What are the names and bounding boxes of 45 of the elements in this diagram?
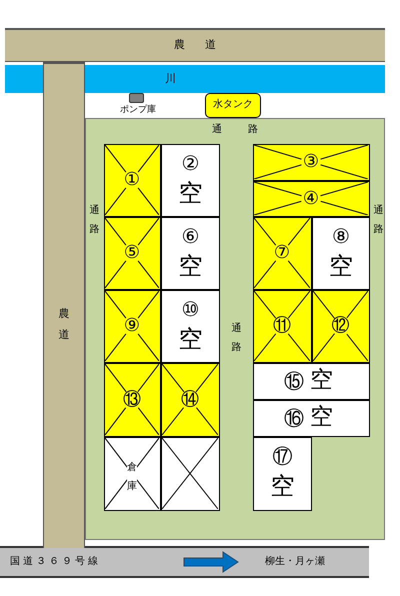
- plot-number: ⑨: [122, 316, 142, 336]
- vacant-plot: [253, 437, 312, 511]
- destination-label: 柳生・月ヶ瀬: [265, 557, 325, 567]
- vacant-plot: [161, 217, 220, 290]
- plot-number: ②: [180, 153, 200, 173]
- vacant-label: 空: [178, 327, 204, 351]
- vacant-plot: [312, 217, 370, 290]
- plot-number: ⑥: [180, 226, 200, 246]
- vacant-label: 空: [178, 181, 204, 205]
- vacant-label: 空: [310, 369, 333, 392]
- road-label: 農道: [173, 39, 237, 50]
- vacant-plot: [253, 400, 370, 437]
- vacant-plot: [161, 290, 220, 363]
- path-label: 通路: [231, 322, 242, 355]
- path-label: 通路: [89, 204, 100, 237]
- plot-number: ⑯: [284, 408, 304, 428]
- vacant-plot: [253, 363, 370, 400]
- plot-number: ⑮: [284, 371, 304, 391]
- road-name: 国道３６９号線: [10, 557, 101, 567]
- plot-number: ⑭: [180, 390, 200, 410]
- vacant-label: 空: [270, 474, 296, 498]
- plot-number: ⑤: [122, 243, 142, 263]
- plot-number: ⑫: [330, 316, 350, 336]
- plot-number: ⑬: [122, 390, 142, 410]
- plot-number: ⑦: [272, 243, 292, 263]
- river-label: 川: [165, 73, 176, 84]
- shed-label: ポンプ庫: [120, 106, 154, 115]
- path-area: [85, 118, 385, 540]
- path-label: 通路: [211, 125, 285, 135]
- water-tank: [205, 93, 261, 118]
- plot-number: ⑪: [272, 316, 292, 336]
- road-label: 農道: [58, 306, 70, 343]
- plot-number: ⑰: [272, 446, 294, 466]
- plot-number: ⑧: [331, 226, 351, 246]
- plot-number: ①: [122, 170, 142, 190]
- vacant-plot: [161, 144, 220, 217]
- vacant-label: 空: [310, 406, 333, 429]
- road-band: [43, 62, 85, 548]
- highway-band: [0, 546, 369, 578]
- tank-label: 水タンク: [212, 100, 254, 110]
- path-label: 通路: [373, 204, 384, 237]
- vacant-label: 空: [328, 254, 354, 278]
- vacant-label: 空: [178, 254, 204, 278]
- plot-number: ⑩: [180, 299, 200, 319]
- road-band: [5, 28, 385, 62]
